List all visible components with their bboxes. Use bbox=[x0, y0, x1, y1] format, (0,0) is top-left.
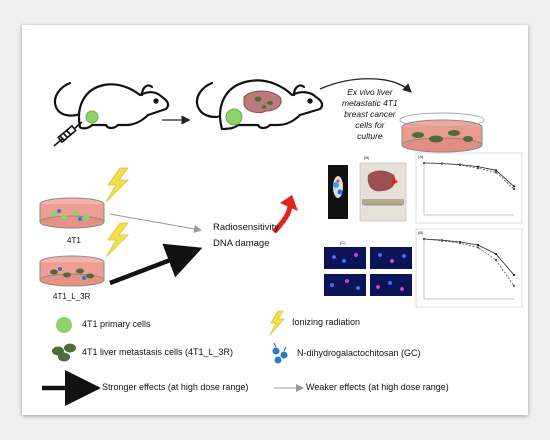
diagram-canvas bbox=[39, 78, 523, 406]
series-line bbox=[423, 162, 515, 190]
chart-axis bbox=[423, 239, 514, 300]
exvivo-line-5: culture bbox=[357, 131, 383, 141]
chart-axis bbox=[423, 163, 514, 216]
legend-gc-molecule-icon bbox=[272, 342, 288, 364]
metastasis-nodule bbox=[261, 105, 267, 109]
data-point bbox=[476, 243, 480, 247]
legend-lightning-icon bbox=[269, 310, 285, 336]
legend-strong-text: Stronger effects (at high dose range) bbox=[102, 382, 249, 392]
primary-tumor-mouse2 bbox=[225, 108, 243, 126]
series-line bbox=[423, 238, 515, 276]
data-point bbox=[441, 239, 443, 242]
liver-photo-panel bbox=[359, 162, 407, 222]
dna-damage-label: DNA damage bbox=[213, 238, 270, 249]
chart-top-frame bbox=[415, 152, 523, 224]
in-vivo-imaging-panel bbox=[328, 165, 348, 219]
exvivo-line-3: breast cancer bbox=[344, 109, 396, 119]
dish-4t1-icon bbox=[39, 197, 105, 229]
data-point bbox=[495, 171, 497, 174]
dish-4t1-label: 4T1 bbox=[67, 236, 81, 245]
legend-ionizing-text: Ionizing radiation bbox=[292, 317, 361, 327]
exvivo-caption: Ex vivo liver metastatic 4T1 breast canc… bbox=[342, 87, 398, 142]
exvivo-line-4: cells for bbox=[355, 120, 385, 130]
data-point bbox=[513, 284, 515, 287]
data-point bbox=[494, 169, 498, 172]
legend-gc-text: N-dihydrogalactochitosan (GC) bbox=[297, 348, 421, 358]
metastasis-nodule bbox=[254, 96, 262, 102]
data-point bbox=[423, 238, 425, 240]
weak-effect-arrow bbox=[109, 213, 202, 233]
liver-organ-icon bbox=[243, 90, 282, 114]
data-point bbox=[441, 162, 443, 165]
dish-4t1-l-3r-icon bbox=[39, 255, 105, 287]
lightning-bolt-icon bbox=[105, 167, 129, 203]
culture-dish-icon bbox=[399, 112, 485, 153]
legend-primary-cell-icon bbox=[56, 317, 72, 333]
arrow-to-culture-dish bbox=[319, 78, 412, 93]
data-point bbox=[494, 252, 498, 256]
dish-4t1-l-3r-label: 4T1_L_3R bbox=[53, 292, 91, 301]
chart-bottom-tag: (B) bbox=[418, 230, 424, 235]
legend-metastasis-text: 4T1 liver metastasis cells (4T1_L_3R) bbox=[82, 347, 234, 357]
data-point bbox=[477, 246, 479, 249]
photo-panel-tag: (B) bbox=[364, 155, 370, 160]
mouse-injection-icon bbox=[53, 81, 170, 130]
immunofluorescence-panel bbox=[324, 247, 412, 296]
survival-chart-top bbox=[422, 161, 516, 216]
data-point bbox=[423, 162, 425, 164]
chart-bottom-frame bbox=[415, 228, 523, 308]
data-point bbox=[459, 242, 461, 245]
exvivo-line-2: metastatic 4T1 bbox=[342, 98, 398, 108]
data-point bbox=[512, 185, 516, 188]
metastasis-nodule bbox=[267, 101, 273, 105]
radiosensitivity-label: Radiosensitivity bbox=[213, 222, 279, 233]
legend-weak-text: Weaker effects (at high dose range) bbox=[306, 382, 449, 392]
exvivo-line-1: Ex vivo liver bbox=[347, 87, 393, 97]
data-point bbox=[459, 164, 461, 167]
data-point bbox=[477, 167, 479, 170]
lightning-bolt-icon bbox=[105, 222, 129, 258]
immuno-panel-tag: (C) bbox=[340, 240, 346, 245]
strong-effect-arrow bbox=[109, 243, 203, 286]
legend-metastasis-cell-icon bbox=[52, 343, 76, 362]
data-point bbox=[476, 165, 480, 168]
data-point bbox=[513, 188, 515, 190]
syringe-icon bbox=[53, 121, 83, 147]
chart-top-tag: (A) bbox=[418, 154, 424, 159]
data-point bbox=[495, 259, 497, 261]
survival-chart-bottom bbox=[422, 237, 516, 300]
series-line bbox=[423, 238, 515, 287]
data-point bbox=[512, 273, 516, 277]
primary-tumor-mouse1 bbox=[85, 110, 99, 124]
increase-red-arrow bbox=[272, 195, 298, 234]
legend-primary-text: 4T1 primary cells bbox=[82, 319, 151, 329]
graphical-abstract-card: Ex vivo liver metastatic 4T1 breast canc… bbox=[22, 25, 528, 415]
